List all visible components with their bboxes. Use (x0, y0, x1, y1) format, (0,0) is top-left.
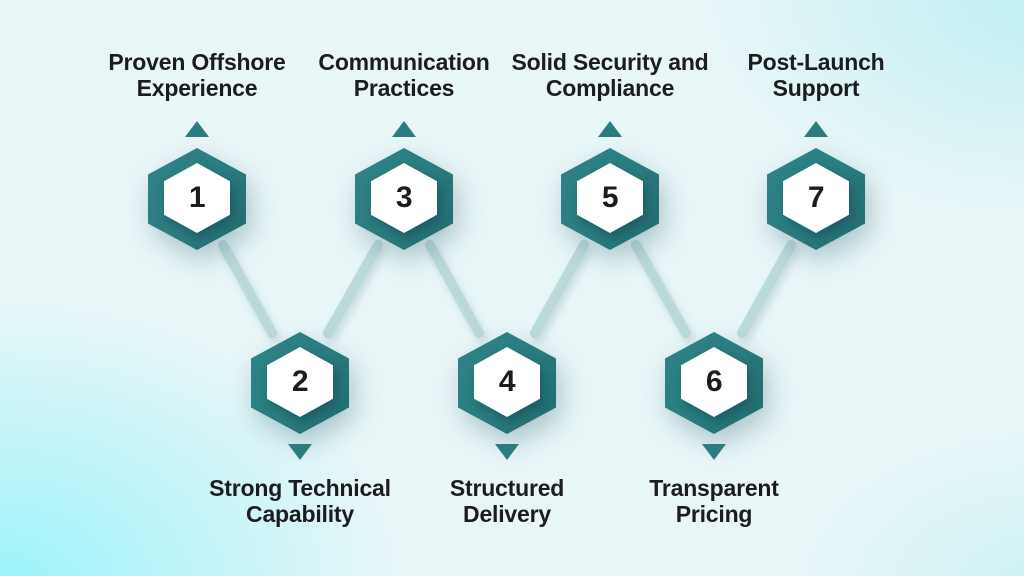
step-label-7: Post-Launch Support (696, 49, 936, 101)
hexagon-5: 5 (561, 148, 659, 250)
connector-line-7-6 (737, 240, 796, 338)
step-label-5-line1: Solid Security and (511, 49, 709, 75)
hexagon-2: 2 (251, 332, 349, 434)
step-node-6: 6 Transparent Pricing (594, 0, 834, 576)
step-label-5-line2: Compliance (545, 75, 675, 101)
hexagon-3: 3 (355, 148, 453, 250)
connector-line-3-4 (425, 240, 484, 338)
step-label-4-line1: Structured (449, 475, 565, 501)
step-label-3-line2: Practices (353, 75, 455, 101)
step-label-1-line1: Proven Offshore (108, 49, 286, 75)
step-label-3: Communication Practices (284, 49, 524, 101)
connector-line-3-2 (323, 240, 383, 338)
step-number-7: 7 (807, 181, 825, 214)
step-node-5: Solid Security and Compliance 5 (490, 0, 730, 576)
step-number-2: 2 (291, 365, 309, 398)
hexagon-6: 6 (665, 332, 763, 434)
step-label-7-line1: Post-Launch (747, 49, 885, 75)
connector-line-5-6 (631, 240, 691, 338)
step-label-1: Proven Offshore Experience (77, 49, 317, 101)
step-number-4: 4 (498, 365, 516, 398)
step-node-3: Communication Practices 3 (284, 0, 524, 576)
step-number-5: 5 (601, 181, 619, 214)
step-label-1-line2: Experience (136, 75, 258, 101)
hexagon-7-face: 7 (783, 163, 849, 233)
step-label-2-line2: Capability (246, 501, 354, 527)
step-number-3: 3 (395, 181, 413, 214)
step-label-4: Structured Delivery (387, 475, 627, 527)
step-label-6: Transparent Pricing (594, 475, 834, 527)
arrow-up-icon (804, 121, 828, 137)
step-number-1: 1 (188, 181, 206, 214)
step-number-6: 6 (705, 365, 723, 398)
step-label-4-line2: Delivery (463, 501, 551, 527)
step-label-6-line1: Transparent (649, 475, 779, 501)
step-label-3-line1: Communication (318, 49, 490, 75)
connector-line-5-4 (530, 240, 589, 338)
step-node-2: 2 Strong Technical Capability (180, 0, 420, 576)
step-label-7-line2: Support (772, 75, 860, 101)
step-label-2-line1: Strong Technical (209, 475, 391, 501)
step-node-7: Post-Launch Support 7 (696, 0, 936, 576)
connector-line-1-2 (218, 240, 277, 338)
hexagon-7: 7 (767, 148, 865, 250)
step-label-5: Solid Security and Compliance (490, 49, 730, 101)
hexagon-1: 1 (148, 148, 246, 250)
step-label-2: Strong Technical Capability (180, 475, 420, 527)
hexagon-4: 4 (458, 332, 556, 434)
step-label-6-line2: Pricing (675, 501, 753, 527)
step-node-1: Proven Offshore Experience 1 (77, 0, 317, 576)
step-node-4: 4 Structured Delivery (387, 0, 627, 576)
